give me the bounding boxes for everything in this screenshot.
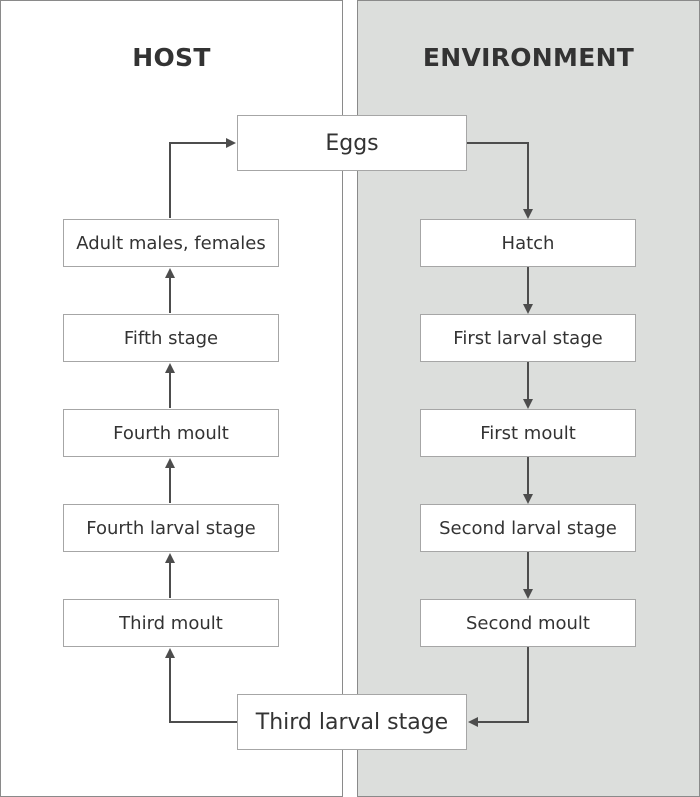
- arrow-eggs-to-hatch: [467, 142, 533, 219]
- environment-panel-title: ENVIRONMENT: [422, 43, 635, 72]
- third-larval-stage-box: Third larval stage: [237, 694, 467, 750]
- first-moult-box: First moult: [420, 409, 636, 457]
- third-moult-box: Third moult: [63, 599, 279, 647]
- arrow-third-larval-to-third-moult: [165, 648, 237, 723]
- second-moult-box: Second moult: [420, 599, 636, 647]
- fifth-stage-box: Fifth stage: [63, 314, 279, 362]
- fourth-larval-stage-box: Fourth larval stage: [63, 504, 279, 552]
- arrow-second-moult-to-third-larval: [468, 647, 529, 727]
- hatch-box: Hatch: [420, 219, 636, 267]
- first-larval-stage-box: First larval stage: [420, 314, 636, 362]
- eggs-box: Eggs: [237, 115, 467, 171]
- fourth-moult-box: Fourth moult: [63, 409, 279, 457]
- arrow-adult-to-eggs: [169, 138, 236, 218]
- second-larval-stage-box: Second larval stage: [420, 504, 636, 552]
- host-panel-title: HOST: [132, 43, 211, 72]
- adult-box: Adult males, females: [63, 219, 279, 267]
